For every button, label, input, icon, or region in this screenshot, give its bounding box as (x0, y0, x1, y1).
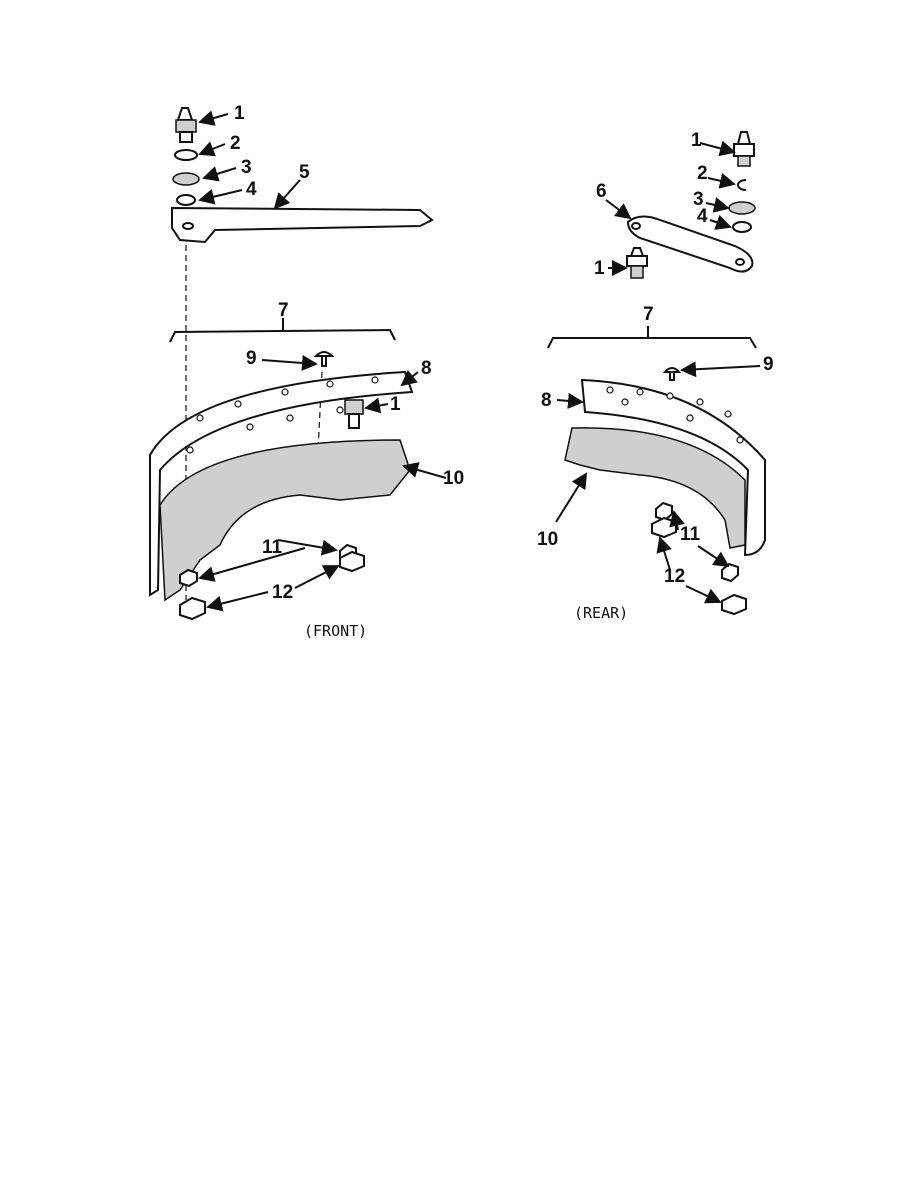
washer-icon (172, 172, 200, 186)
callout-9: 9 (246, 348, 257, 369)
hex-nut-icon (179, 596, 206, 621)
washer-icon (728, 201, 756, 215)
grease-fitting-icon (175, 107, 197, 143)
callout-1: 1 (691, 130, 702, 151)
callout-1b: 1 (390, 394, 401, 415)
grease-fitting-icon (626, 247, 648, 279)
callout-10: 10 (443, 468, 464, 489)
rear-caption: (REAR) (574, 604, 628, 622)
spacer-icon (732, 221, 752, 233)
callout-9: 9 (763, 354, 774, 375)
rear-assembly: 1 2 3 4 6 1 7 9 8 10 11 12 (REAR) (537, 130, 774, 622)
callout-5: 5 (299, 162, 310, 183)
callout-12: 12 (272, 582, 293, 603)
callout-3: 3 (241, 157, 252, 178)
brake-lining-icon (149, 370, 414, 597)
hex-nut-icon (721, 593, 747, 616)
callout-3: 3 (693, 189, 704, 210)
callout-4: 4 (697, 206, 708, 227)
callout-12: 12 (664, 566, 685, 587)
callout-8: 8 (541, 390, 552, 411)
lock-washer-icon (737, 179, 747, 191)
brake-lining-icon (580, 378, 766, 557)
callout-7: 7 (643, 304, 654, 325)
brake-shoe-icon (564, 427, 746, 549)
callout-10: 10 (537, 529, 558, 550)
lock-washer-icon (174, 149, 198, 161)
grease-fitting-icon (733, 131, 755, 167)
brace-7 (169, 328, 396, 343)
brace-7 (547, 337, 757, 349)
hex-nut-icon (651, 516, 677, 539)
brake-lever-icon (626, 215, 754, 273)
callout-11: 11 (680, 524, 701, 545)
brake-lever-icon (171, 206, 434, 244)
lock-washer-icon (179, 568, 198, 588)
callout-2: 2 (230, 133, 241, 154)
callout-2: 2 (697, 163, 708, 184)
callout-7: 7 (278, 300, 289, 321)
lock-washer-icon (721, 562, 739, 583)
callout-1: 1 (234, 103, 245, 124)
leader-arrows (198, 110, 447, 612)
callout-4: 4 (246, 179, 257, 200)
callout-6: 6 (596, 181, 607, 202)
leader-arrows (555, 140, 761, 604)
rivet-icon (313, 351, 335, 367)
rivet-icon (662, 367, 682, 381)
callout-8: 8 (421, 358, 432, 379)
spacer-icon (176, 194, 196, 206)
callout-1b: 1 (594, 258, 605, 279)
front-assembly: 1 2 3 4 5 7 9 8 1 10 11 12 (FRONT) (149, 103, 464, 640)
front-caption: (FRONT) (304, 622, 367, 640)
grease-fitting-icon (344, 399, 364, 429)
hex-nut-icon (339, 550, 365, 573)
callout-11: 11 (262, 537, 283, 558)
